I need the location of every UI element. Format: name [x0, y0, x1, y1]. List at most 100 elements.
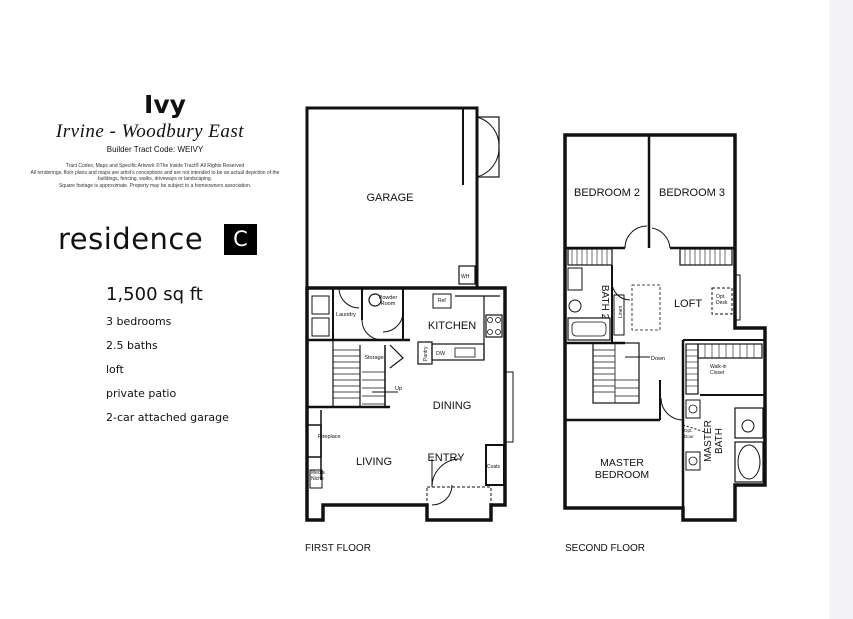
feature-list: 3 bedrooms 2.5 baths loft private patio …: [106, 315, 229, 435]
refrigerator: [432, 293, 452, 309]
residence-letter-badge: C: [224, 224, 257, 255]
feature-item: 3 bedrooms: [106, 315, 172, 328]
vanity: [685, 451, 701, 471]
linen-closet: [613, 294, 625, 336]
legal-line: Tract Codes, Maps and Specific Artwork ©…: [65, 163, 245, 169]
label-powder-room: Room: [381, 301, 396, 307]
burner: [495, 317, 501, 323]
label-storage: Storage: [364, 355, 383, 361]
coat-closet: [485, 444, 505, 486]
stair-treads: [333, 349, 385, 405]
community-subtitle: Irvine - Woodbury East: [55, 121, 245, 142]
room-label-master-bath: BATH: [714, 428, 725, 454]
porch: [426, 486, 492, 521]
first-floor-labels: GARAGE KITCHEN DINING LIVING ENTRY Powde…: [305, 192, 501, 554]
label-powder-room: Powder: [379, 295, 398, 301]
stairwell: [592, 342, 640, 404]
door-swing: [361, 319, 383, 341]
label-opt-door: Opt.: [684, 428, 693, 433]
washer: [311, 295, 330, 315]
door-swing: [431, 484, 453, 506]
residence-letter: C: [233, 227, 248, 251]
tub-basin: [571, 321, 607, 337]
storage-door: [389, 344, 404, 369]
first-floor-plan: [305, 106, 514, 522]
label-wh: WH: [461, 274, 470, 280]
sink: [454, 347, 476, 358]
toilet: [368, 293, 382, 307]
label-fireplace: Fireplace: [318, 434, 341, 440]
label-opt-desk: Opt.: [716, 294, 725, 300]
burner: [487, 329, 493, 335]
feature-item: private patio: [106, 387, 177, 400]
room-label-master-bedroom: BEDROOM: [595, 469, 649, 481]
label-media-niche: Niche: [311, 476, 324, 482]
vanity: [685, 399, 701, 419]
stair-treads: [593, 343, 639, 403]
range: [485, 314, 503, 338]
room-label-living: LIVING: [356, 456, 392, 468]
door-swing: [624, 225, 648, 249]
room-label-bedroom2: BEDROOM 2: [574, 187, 640, 199]
room-label-master-bath: MASTER: [703, 420, 714, 462]
soaking-tub: [737, 444, 761, 480]
loft-railing: [631, 284, 661, 331]
label-ref: Ref: [438, 298, 446, 304]
toilet: [741, 419, 755, 433]
optional-desk: [711, 287, 733, 315]
first-floor-caption: FIRST FLOOR: [305, 543, 371, 554]
room-label-dining: DINING: [433, 400, 472, 412]
dryer: [311, 317, 330, 337]
legal-line: buildings, fencing, walks, driveways or …: [97, 176, 213, 182]
vanity: [567, 267, 583, 291]
legal-line: All renderings, floor plans and maps are…: [30, 169, 280, 176]
door-swing: [611, 281, 631, 301]
bathtub: [567, 317, 611, 341]
room-label-bedroom3: BEDROOM 3: [659, 187, 725, 199]
label-walk-in-closet: Walk-in: [710, 364, 727, 370]
door-swing: [476, 146, 500, 178]
label-opt-door: Door: [684, 434, 694, 439]
label-down: Down: [651, 356, 665, 362]
residence-label: residence: [58, 222, 204, 256]
room-label-bath2: BATH 2: [599, 285, 610, 320]
room-label-kitchen: KITCHEN: [428, 320, 476, 332]
room-label-master-bedroom: MASTER: [600, 457, 644, 469]
fireplace-box: [306, 424, 322, 458]
door-swing: [338, 287, 360, 309]
room-label-entry: ENTRY: [427, 452, 465, 464]
label-opt-desk: Desk: [716, 300, 728, 306]
legal-line: Square footage is approximate. Property …: [58, 182, 252, 189]
label-walk-in-closet: Closet: [710, 370, 725, 376]
plan-title: Ivy: [144, 90, 186, 119]
label-up: Up: [395, 386, 402, 392]
legal-disclaimer: Tract Codes, Maps and Specific Artwork ©…: [20, 163, 290, 189]
second-floor-caption: SECOND FLOOR: [565, 543, 645, 554]
first-floor-exterior: [305, 286, 507, 522]
label-laundry: Laundry: [336, 312, 356, 318]
toilet: [568, 299, 582, 313]
tub-surround: [734, 441, 764, 483]
square-footage: 1,500 sq ft: [106, 284, 203, 305]
door-swing: [660, 397, 684, 421]
label-dw: DW: [436, 351, 446, 357]
right-edge-strip: [829, 0, 853, 619]
feature-item: 2.5 baths: [106, 339, 158, 352]
tract-code: Builder Tract Code: WEIVY: [106, 145, 204, 154]
second-floor-exterior: [563, 133, 767, 522]
bedroom3-closet: [679, 248, 733, 266]
info-panel: Ivy Irvine - Woodbury East Builder Tract…: [0, 0, 290, 619]
label-linen: Linen: [618, 306, 624, 318]
window: [504, 371, 514, 443]
bedroom2-closet: [567, 248, 613, 266]
feature-item: 2-car attached garage: [106, 411, 229, 424]
room-label-garage: GARAGE: [366, 192, 413, 204]
walk-in-shelf: [685, 343, 699, 395]
burner: [495, 329, 501, 335]
second-floor-plan: [563, 133, 767, 522]
garage-side-door: [476, 116, 500, 178]
label-pantry: Pantry: [423, 346, 429, 361]
door-swing: [651, 227, 671, 249]
walk-in-shelf: [697, 343, 763, 359]
floor-plans: GARAGE KITCHEN DINING LIVING ENTRY Powde…: [305, 106, 767, 554]
